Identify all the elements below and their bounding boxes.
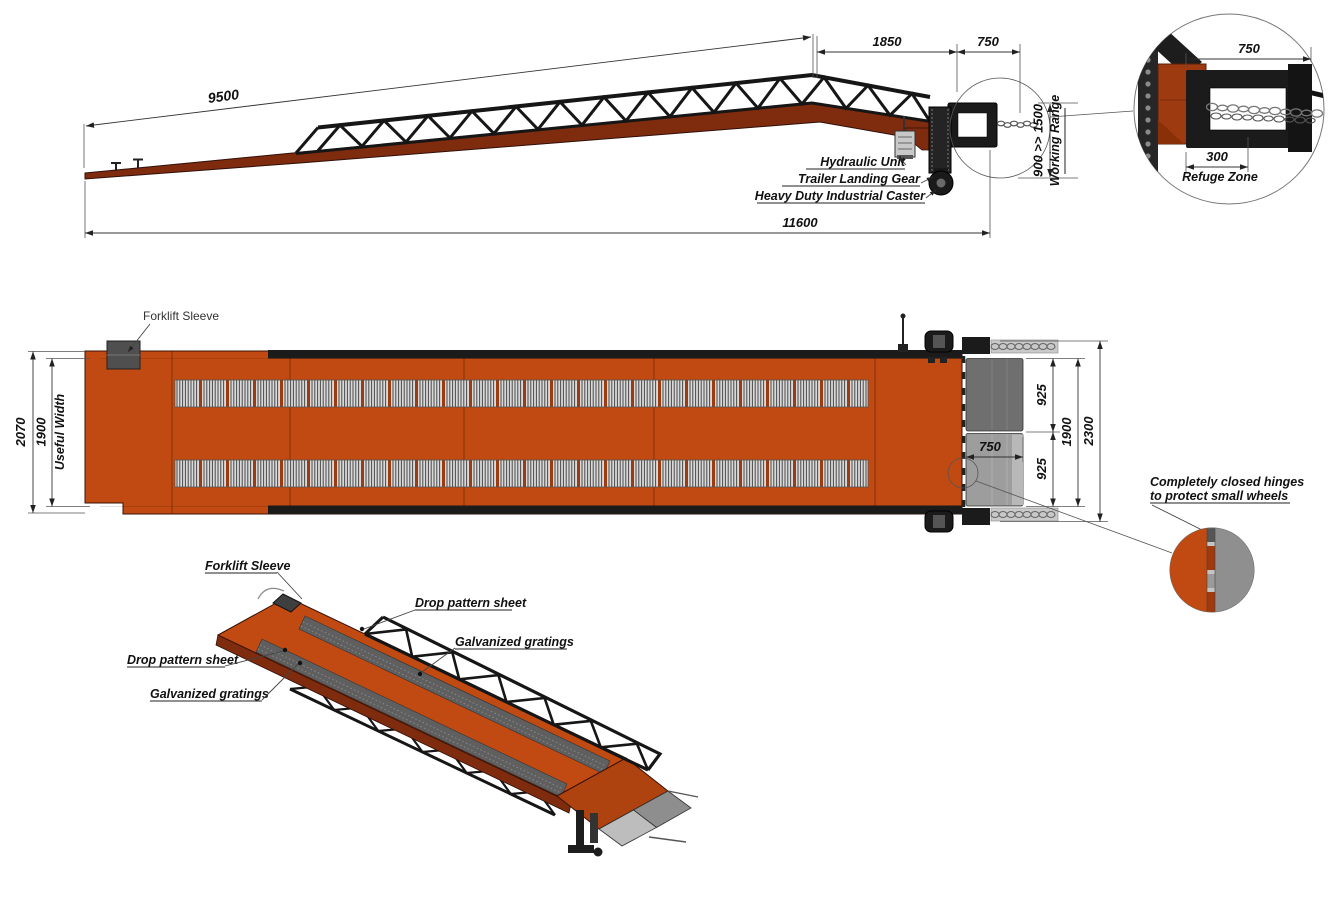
hydraulic-unit bbox=[894, 116, 916, 159]
detail-750-text: 750 bbox=[1238, 41, 1260, 56]
plan-caster-bottom bbox=[924, 510, 954, 533]
dim-working-range: 900 >> 1500 Working Range bbox=[1018, 95, 1078, 186]
gratings-upper-label: Galvanized gratings bbox=[455, 635, 574, 649]
plan-caster-top bbox=[924, 330, 954, 353]
dim-750-flap-text: 750 bbox=[979, 439, 1001, 454]
dim-2300-text: 2300 bbox=[1081, 416, 1096, 447]
dim-incline-length: 9500 bbox=[83, 34, 814, 168]
dim-11600-text: 11600 bbox=[782, 215, 818, 230]
plan-rail-bottom bbox=[268, 505, 962, 514]
pump-handle bbox=[898, 313, 908, 352]
hinge-note-line2: to protect small wheels bbox=[1150, 489, 1288, 503]
dim-1900-flaps-text: 1900 bbox=[1059, 417, 1074, 447]
detail-leader bbox=[1049, 110, 1134, 118]
plan-deck bbox=[84, 350, 963, 515]
hinge-note: Completely closed hinges to protect smal… bbox=[1150, 475, 1304, 537]
plan-seams bbox=[171, 351, 876, 513]
detail-300-text: 300 bbox=[1206, 149, 1228, 164]
dim-lip-detail: 750 bbox=[1185, 41, 1312, 66]
chain-detail-icon bbox=[1205, 102, 1324, 124]
dim-1900-text: 1900 bbox=[34, 417, 49, 447]
working-range-value: 900 >> 1500 bbox=[1031, 103, 1046, 177]
plan-view: 2070 1900 Useful Width Forklift Sleeve 9… bbox=[13, 309, 1304, 613]
plan-right-dims: 925 925 1900 2300 750 bbox=[966, 340, 1108, 522]
hinge-callout-circle bbox=[947, 457, 979, 489]
gratings-lower-label: Galvanized gratings bbox=[150, 687, 269, 701]
landing-gear-leg bbox=[928, 106, 954, 196]
drop-sheet-lower-label: Drop pattern sheet bbox=[127, 653, 239, 667]
refuge-zone-label: Refuge Zone bbox=[1182, 170, 1258, 184]
dim-useful-width: 1900 Useful Width bbox=[34, 358, 90, 507]
tip-posts bbox=[111, 158, 143, 171]
side-view: 9500 1850 750 11600 900 >> 1500 Working … bbox=[83, 34, 1134, 238]
grating-strip-top bbox=[174, 379, 869, 408]
dim-overall-width: 2070 bbox=[13, 351, 85, 514]
drop-sheet-upper-label: Drop pattern sheet bbox=[415, 596, 527, 610]
tow-bars bbox=[648, 790, 699, 843]
curl-mark bbox=[257, 587, 285, 600]
dim-overall-length: 11600 bbox=[84, 150, 991, 238]
plan-rail-top bbox=[268, 350, 962, 359]
iso-truss-far bbox=[363, 615, 663, 772]
iso-forklift-sleeve bbox=[272, 593, 302, 613]
working-range-label: Working Range bbox=[1048, 95, 1062, 186]
dim-9500-text: 9500 bbox=[207, 86, 240, 106]
iso-flap-near bbox=[598, 809, 658, 847]
forklift-sleeve-label-plan: Forklift Sleeve bbox=[143, 309, 219, 323]
dim-refuge-zone: 300 Refuge Zone bbox=[1182, 137, 1258, 184]
useful-width-label: Useful Width bbox=[53, 394, 67, 471]
lip-frame-hole bbox=[957, 112, 988, 138]
hydraulic-unit-label: Hydraulic Unit bbox=[820, 155, 906, 169]
iso-sleeve-label: Forklift Sleeve bbox=[205, 559, 290, 573]
dim-2070-text: 2070 bbox=[13, 417, 28, 448]
dim-750-text: 750 bbox=[977, 34, 999, 49]
grating-strip-bottom bbox=[174, 459, 869, 488]
iso-truss-near bbox=[289, 685, 556, 817]
hinge-note-line1: Completely closed hinges bbox=[1150, 475, 1304, 489]
chain-icon bbox=[996, 120, 1038, 128]
iso-labels: Forklift Sleeve Drop pattern sheet Galva… bbox=[127, 559, 574, 702]
flap-top bbox=[965, 358, 1024, 432]
caster-label: Heavy Duty Industrial Caster bbox=[755, 189, 926, 203]
side-labels: Hydraulic Unit Trailer Landing Gear Heav… bbox=[755, 155, 937, 204]
landing-gear-label: Trailer Landing Gear bbox=[798, 172, 921, 186]
rear-chain-bottom bbox=[990, 507, 1059, 522]
dim-top-platform: 1850 750 bbox=[816, 34, 1021, 113]
iso-deck bbox=[216, 596, 628, 797]
dim-925-bottom-text: 925 bbox=[1034, 457, 1049, 479]
dim-1850-text: 1850 bbox=[873, 34, 903, 49]
hinge-detail-circle bbox=[1169, 527, 1255, 613]
lip-detail-view: 750 300 Refuge Zone bbox=[1133, 13, 1325, 205]
rear-chain-top bbox=[990, 339, 1059, 354]
dim-925-top-text: 925 bbox=[1034, 383, 1049, 405]
iso-view: Forklift Sleeve Drop pattern sheet Galva… bbox=[127, 559, 699, 857]
iso-landing-gear bbox=[568, 810, 603, 857]
